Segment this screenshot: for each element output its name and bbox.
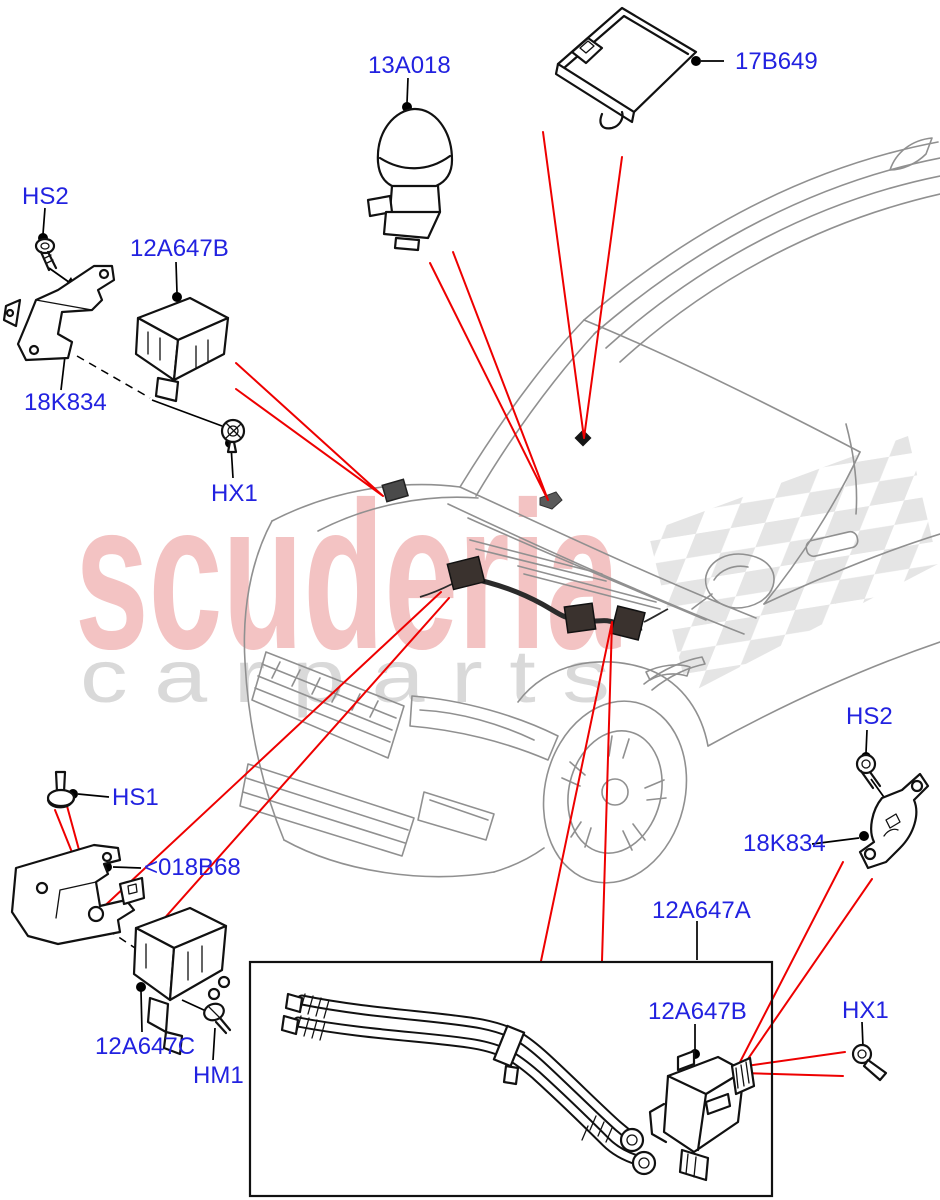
part-label-018B68[interactable]: <018B68 <box>144 854 241 881</box>
part-12A647B-kit-module-drawing <box>648 1049 756 1182</box>
callout-hood-long <box>96 591 450 949</box>
part-label-18K834-right[interactable]: 18K834 <box>743 830 826 857</box>
callout-17B649 <box>542 131 623 439</box>
grille <box>251 651 405 759</box>
part-HX1-left-screw-drawing <box>220 418 246 454</box>
part-12A647B-left-module-drawing <box>134 296 230 403</box>
part-label-17B649[interactable]: 17B649 <box>735 48 818 75</box>
part-label-HS1[interactable]: HS1 <box>112 784 159 811</box>
kit-box-12A647A <box>248 960 774 1198</box>
lower-intake <box>239 763 415 857</box>
part-HS1-bolt-drawing <box>46 770 76 809</box>
harness-connector-1 <box>446 555 486 591</box>
location-callout-lines <box>54 131 873 1077</box>
part-label-12A647B-left[interactable]: 12A647B <box>130 235 229 262</box>
callout-kit-to-HX1 <box>738 1051 846 1077</box>
harness-connector-3 <box>610 605 646 641</box>
callout-13A018 <box>429 251 549 501</box>
part-HS2-left-bolt-drawing <box>34 237 58 272</box>
fog-lamp <box>417 791 495 841</box>
part-label-HX1-right[interactable]: HX1 <box>842 997 889 1024</box>
callout-kit-to-cowl <box>540 621 613 962</box>
door-handle <box>805 530 859 558</box>
part-label-12A647C[interactable]: 12A647C <box>95 1033 196 1060</box>
part-HS2-right-bolt-drawing <box>855 753 882 790</box>
part-HX1-right-screw-drawing <box>851 1043 888 1082</box>
part-label-HS2-right[interactable]: HS2 <box>846 703 893 730</box>
watermark-tagline-text: c a r p a r t s <box>80 635 610 718</box>
part-bracket-018B68-drawing <box>10 843 146 946</box>
part-12A647C-module-drawing <box>132 906 231 1056</box>
headlight <box>409 695 559 761</box>
part-label-HX1-left[interactable]: HX1 <box>211 480 258 507</box>
part-label-12A647B-kit[interactable]: 12A647B <box>648 998 747 1025</box>
part-bracket-18K834-right-drawing <box>858 772 930 870</box>
cowl-connector-left <box>381 478 409 503</box>
part-17B649-drawing <box>554 6 698 130</box>
front-wheel <box>542 700 688 884</box>
vehicle-illustration <box>239 137 940 884</box>
part-bracket-18K834-left-drawing <box>2 264 116 362</box>
harness-connector-2 <box>563 602 597 634</box>
fender-vent <box>645 664 691 681</box>
part-label-18K834-left[interactable]: 18K834 <box>24 389 107 416</box>
side-mirror <box>704 553 775 609</box>
part-label-HM1[interactable]: HM1 <box>193 1062 244 1089</box>
watermark: scuderia c a r p a r t s <box>75 436 938 718</box>
callout-bracket-right-to-kit <box>737 861 873 1070</box>
kit-hose-assembly <box>292 994 650 1168</box>
callout-12A647B-left <box>235 362 384 497</box>
part-label-12A647A[interactable]: 12A647A <box>652 897 751 924</box>
part-label-13A018[interactable]: 13A018 <box>368 52 451 79</box>
part-HM1-screw-drawing <box>203 1002 232 1035</box>
part-13A018-drawing <box>366 107 454 252</box>
antenna-fin <box>889 137 933 171</box>
part-label-HS2-left[interactable]: HS2 <box>22 183 69 210</box>
kit-hose-details <box>280 992 657 1176</box>
